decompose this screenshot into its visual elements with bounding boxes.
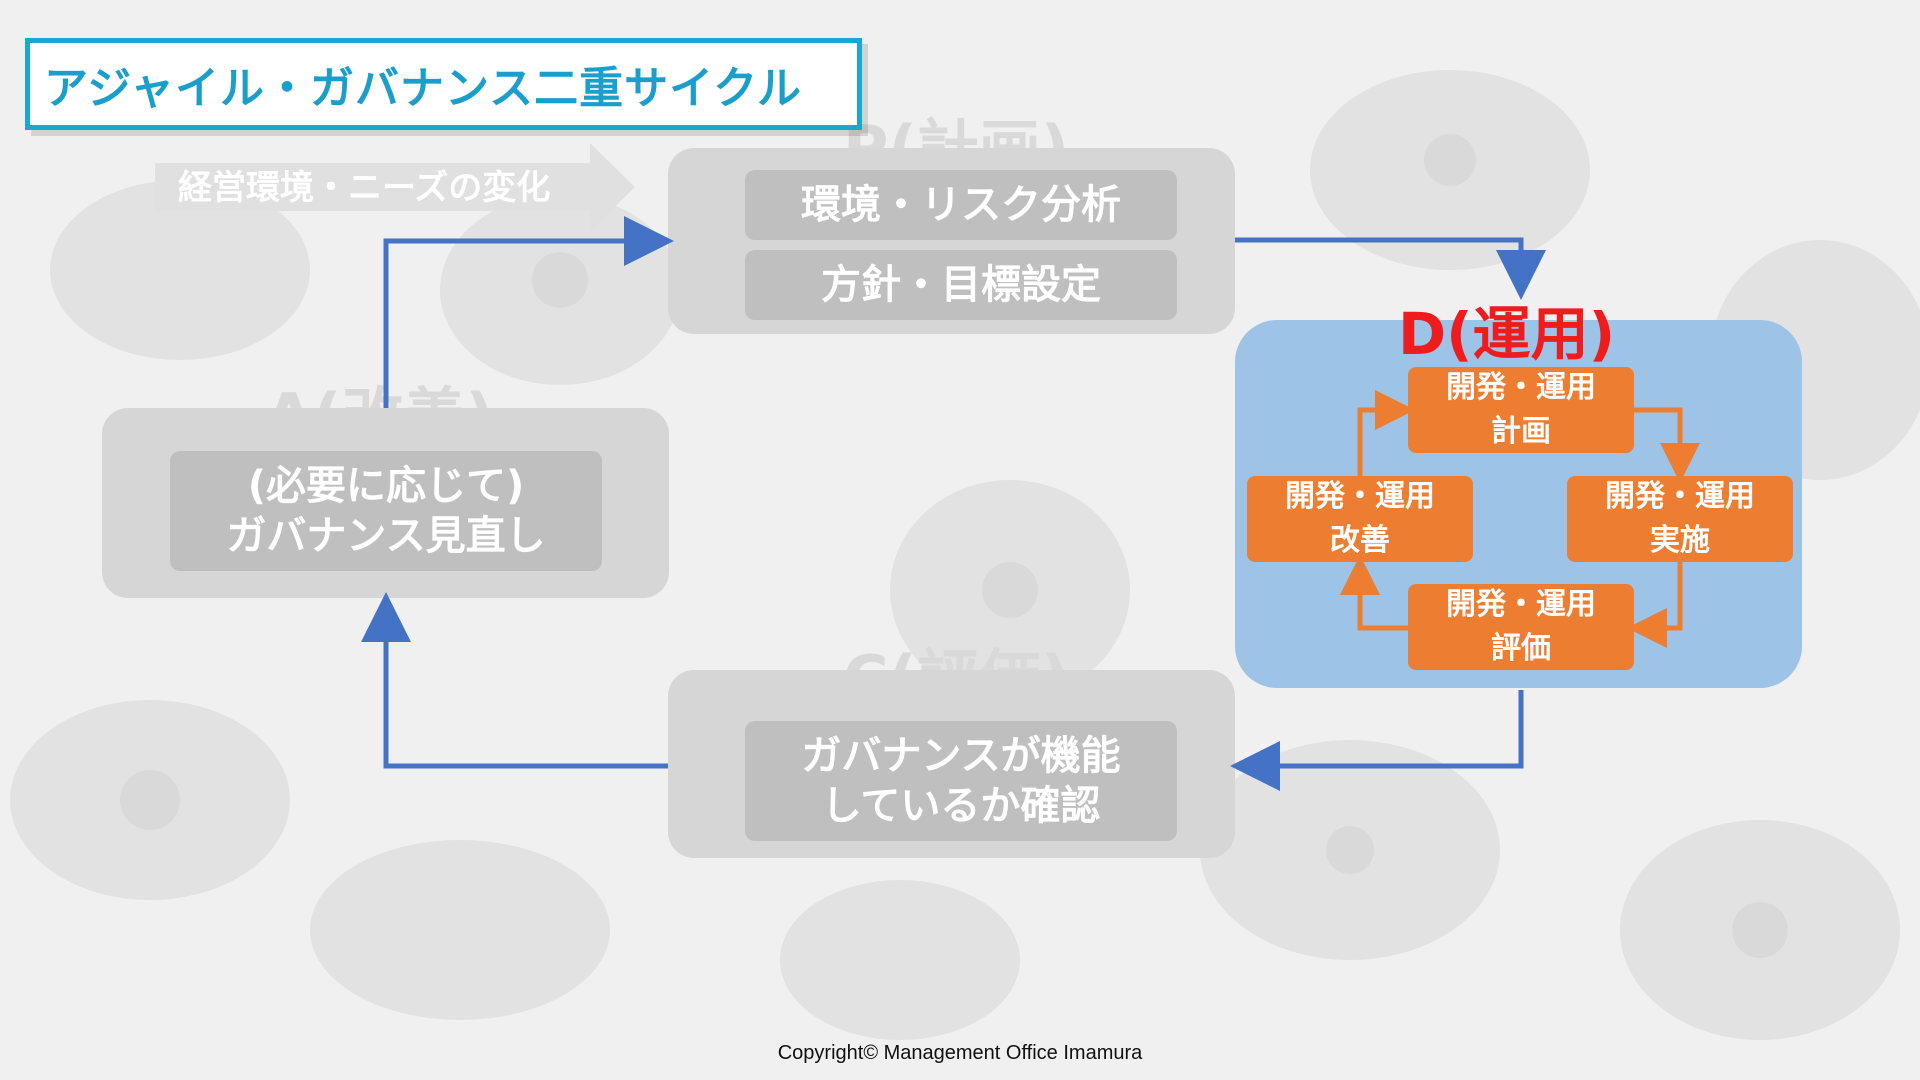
check-content: ガバナンスが機能 しているか確認 bbox=[745, 721, 1177, 841]
copyright-footer: Copyright© Management Office Imamura bbox=[777, 1042, 1143, 1064]
cycle-box-improve: 開発・運用改善 bbox=[1247, 476, 1473, 562]
env-change-label: 経営環境・ニーズの変化 bbox=[178, 168, 551, 208]
env-change-arrow bbox=[155, 143, 635, 231]
page-title: アジャイル・ガバナンス二重サイクル bbox=[25, 38, 862, 130]
check-line-2: しているか確認 bbox=[821, 783, 1101, 829]
act-content: (必要に応じて) ガバナンス見直し bbox=[170, 451, 602, 571]
act-line-2: ガバナンス見直し bbox=[226, 513, 546, 559]
cycle-box-plan: 開発・運用計画 bbox=[1408, 367, 1634, 453]
check-line-1: ガバナンスが機能 bbox=[801, 733, 1121, 779]
do-phase-label: D(運用) bbox=[1398, 300, 1616, 368]
cycle-box-execute: 開発・運用実施 bbox=[1567, 476, 1793, 562]
plan-item-policy-setting: 方針・目標設定 bbox=[745, 250, 1177, 320]
cycle-box-evaluate: 開発・運用評価 bbox=[1408, 584, 1634, 670]
act-line-1: (必要に応じて) bbox=[247, 463, 525, 509]
plan-item-risk-analysis: 環境・リスク分析 bbox=[745, 170, 1177, 240]
